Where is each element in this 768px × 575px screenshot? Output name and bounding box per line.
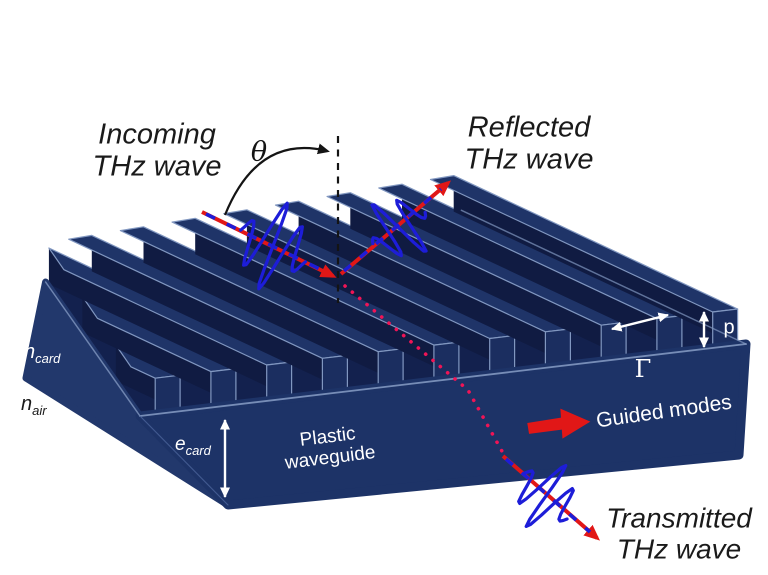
front-top-edge bbox=[139, 343, 747, 417]
guided-modes-block-arrow bbox=[527, 408, 591, 439]
reflected-beam-blue-dashes bbox=[342, 187, 443, 273]
theta-angle-arc-arrow bbox=[223, 143, 330, 216]
reflected-wave-packet bbox=[370, 198, 428, 258]
incoming-wave-packet bbox=[239, 201, 307, 291]
beam-annotations bbox=[201, 136, 709, 541]
left-top-edge bbox=[44, 281, 141, 417]
left-front-crease bbox=[139, 415, 229, 506]
transmitted-beam-blue-dashes bbox=[504, 457, 592, 534]
waveguide-structure bbox=[22, 175, 751, 510]
right-top-edge bbox=[460, 209, 747, 345]
gamma-period-dimension-arrow bbox=[611, 312, 669, 332]
transmitted-beam-arrow bbox=[501, 454, 601, 541]
transmitted-wave-packet bbox=[517, 464, 575, 528]
